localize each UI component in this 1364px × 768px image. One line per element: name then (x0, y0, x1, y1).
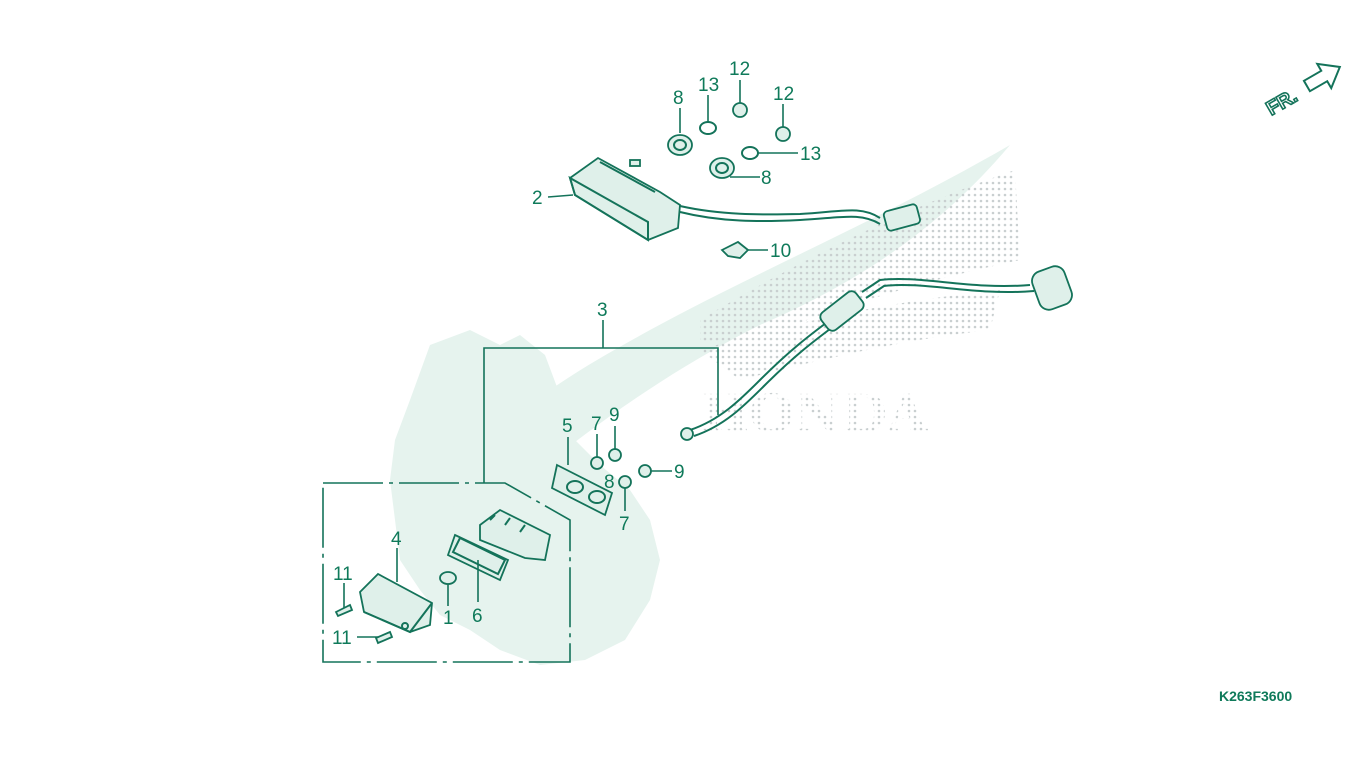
callout-8-lower: 8 (761, 168, 772, 189)
gasket-5 (550, 463, 614, 517)
license-light-assembly-group (322, 320, 719, 663)
license-light-harness (680, 265, 1073, 441)
callout-2: 2 (532, 188, 543, 209)
callout-7-upper: 7 (591, 414, 602, 435)
callout-13-right: 13 (800, 144, 821, 165)
lens-4 (359, 572, 433, 634)
callout-8-center: 8 (604, 472, 615, 493)
bulb-1 (439, 571, 457, 585)
clip-10 (720, 240, 750, 259)
callout-11-lower: 11 (332, 628, 352, 649)
callout-4: 4 (391, 529, 402, 550)
forward-arrow-icon (1302, 62, 1342, 93)
callout-labels: 8 13 12 12 13 8 2 10 3 5 7 9 8 9 7 4 11 … (332, 59, 821, 649)
grommet-8-lower (709, 157, 735, 179)
nut-7-upper (590, 456, 604, 470)
honda-watermark-text: HONDA (700, 384, 928, 445)
nut-9-upper (608, 448, 622, 462)
callout-10: 10 (770, 241, 791, 262)
honda-wing-logo: HONDA (390, 145, 1020, 665)
nut-9-right (638, 464, 652, 478)
nut-12-left (732, 102, 748, 118)
direction-label: FR. (1263, 85, 1302, 120)
screw-11-upper (334, 603, 354, 618)
nut-12-right (775, 126, 791, 142)
washer-13-left (699, 121, 717, 135)
grommet-8-upper (667, 134, 693, 156)
callout-11-upper: 11 (333, 564, 353, 585)
lamp-base (479, 508, 552, 561)
washer-13-right (741, 146, 759, 160)
callout-6: 6 (472, 606, 483, 627)
diagram-code: K263F3600 (1219, 688, 1292, 704)
callout-3: 3 (597, 300, 608, 321)
callout-9-upper: 9 (609, 405, 620, 426)
callout-12-left: 12 (729, 59, 750, 80)
tail-light-unit (568, 156, 921, 242)
seal-6 (446, 533, 510, 582)
callout-5: 5 (562, 416, 573, 437)
callout-9-right: 9 (674, 462, 685, 483)
callout-1: 1 (443, 608, 454, 629)
nut-7-lower (618, 475, 632, 489)
forward-direction-indicator: FR. (1262, 62, 1342, 121)
leader-lines (343, 80, 798, 638)
callout-13-upper: 13 (698, 75, 719, 96)
callout-7-lower: 7 (619, 514, 630, 535)
callout-8-upper: 8 (673, 88, 684, 109)
screw-11-lower (374, 630, 394, 645)
callout-12-right: 12 (773, 84, 794, 105)
